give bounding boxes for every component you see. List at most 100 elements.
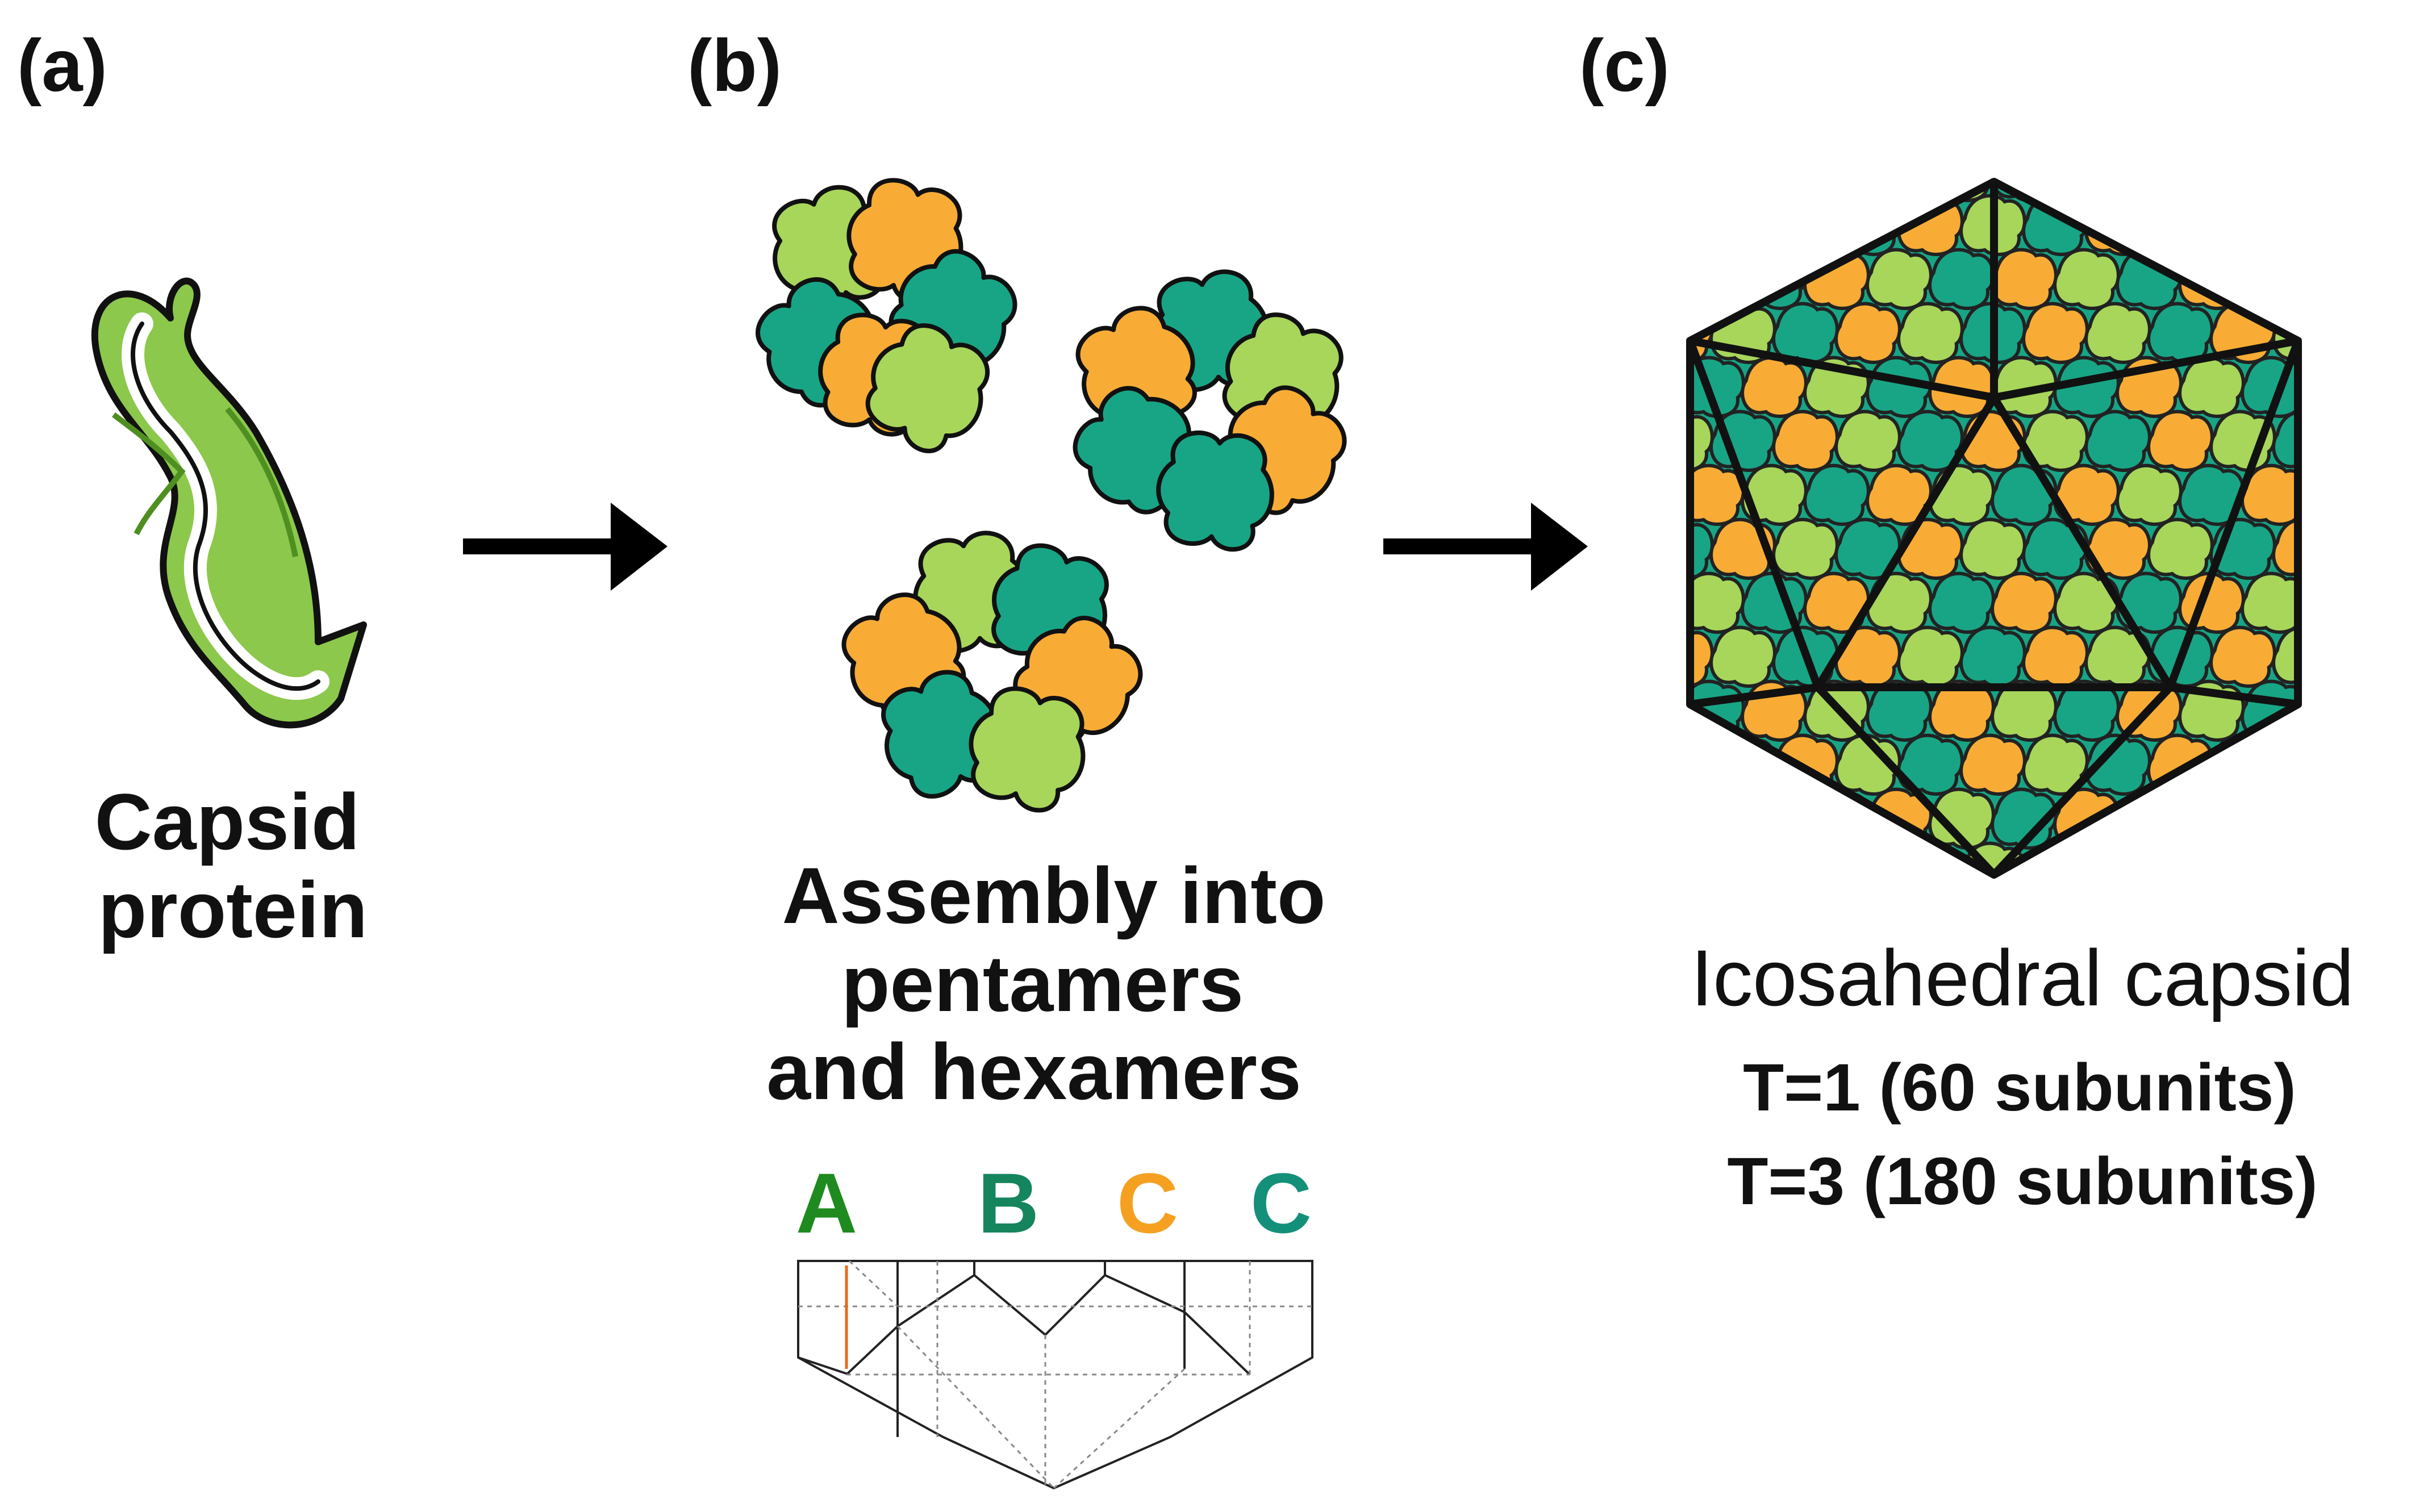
- capsid-subunit-tile: [2241, 787, 2298, 850]
- capsid-subunit-tile: [2053, 182, 2120, 202]
- capsid-subunit-tile: [2084, 410, 2151, 472]
- caption-b-line-3: and hexamers: [766, 1027, 1302, 1116]
- capsid-subunit-tile: [2305, 790, 2368, 848]
- legend-letter-b: B: [978, 1155, 1039, 1251]
- capsid-subunit-tile: [2053, 571, 2120, 634]
- capsid-subunit-tile: [2022, 733, 2089, 796]
- capsid-subunit-tile: [2272, 733, 2298, 796]
- capsid-subunit-tile: [1897, 410, 1964, 472]
- capsid-subunit-tile: [2305, 358, 2368, 416]
- capsid-subunit-tile: [2022, 517, 2089, 580]
- capsid-subunit-tile: [2241, 182, 2298, 202]
- capsid-subunit-tile: [2116, 571, 2183, 634]
- capsid-subunit-tile: [1928, 248, 1995, 310]
- capsid-subunit-tile: [1866, 248, 1933, 310]
- capsid-subunit-tile: [1709, 194, 1776, 256]
- capsid-subunit-tile: [2305, 142, 2368, 201]
- capsid-subunit-tile: [1834, 302, 1901, 364]
- capsid-subunit-tile: [2178, 787, 2245, 850]
- capsid-subunit-tile: [1741, 356, 1808, 418]
- capsid-subunit-tile: [2241, 571, 2298, 634]
- capsid-subunit-tile: [2084, 625, 2151, 688]
- capsid-subunit-tile: [2084, 517, 2151, 580]
- capsid-subunit-tile: [2272, 841, 2298, 875]
- capsid-subunit-tile: [1866, 679, 1933, 742]
- capsid-subunit-tile: [2053, 248, 2120, 310]
- capsid-subunit-tile: [1690, 182, 1745, 202]
- capsid-subunit-tile: [2147, 302, 2214, 364]
- hexamer-cluster-1: [1058, 266, 1363, 553]
- capsid-subunit-tile: [1959, 733, 2026, 796]
- capsid-subunit-tile: [2272, 625, 2298, 688]
- capsid-subunit-tile: [1690, 625, 1714, 688]
- legend-letter-c-teal: C: [1250, 1155, 1312, 1251]
- capsid-subunit-tile: [1772, 410, 1839, 472]
- capsid-subunit-tile: [2272, 410, 2298, 472]
- capsid-subunit-tile: [1991, 248, 2058, 310]
- capsid-subunit-tile: [1866, 182, 1933, 202]
- capsid-subunit-tile: [1834, 625, 1901, 688]
- capsid-subunit-tile: [1991, 571, 2058, 634]
- icosahedral-capsid-icon: [1686, 142, 2368, 879]
- capsid-subunit-tile: [2272, 517, 2298, 580]
- capsid-subunit-tile: [1709, 841, 1776, 875]
- caption-a-line-1: Capsid: [95, 777, 360, 866]
- caption-b-line-1: Assembly into: [782, 851, 1326, 940]
- capsid-subunit-tile: [1959, 517, 2026, 580]
- capsid-subunit-tile: [1772, 194, 1839, 256]
- capsid-subunit-tile: [1690, 517, 1714, 580]
- capsid-subunit-tile: [1709, 410, 1776, 472]
- capsid-subunit-tile: [2209, 841, 2276, 875]
- capsid-subunit-tile: [1690, 410, 1714, 472]
- capsid-subunit-tile: [1690, 356, 1745, 418]
- capsid-subunit-tile: [1690, 841, 1714, 875]
- capsid-subunit-tile: [2305, 574, 2368, 632]
- capsid-subunit-tile: [1690, 463, 1745, 526]
- capsid-subunit-tile: [2178, 356, 2245, 418]
- capsid-subunit-tile: [1741, 182, 1808, 202]
- capsid-subunit-tile: [1897, 733, 1964, 796]
- caption-c-title: Icosahedral capsid: [1691, 933, 2354, 1022]
- capsid-subunit-tile: [2116, 463, 2183, 526]
- capsid-subunit-tile: [2053, 356, 2120, 418]
- legend: A B C C: [796, 1155, 1312, 1251]
- capsid-subunit-tile: [2209, 194, 2276, 256]
- arrow-a-to-b: [463, 503, 668, 591]
- capsid-subunit-tile: [2147, 410, 2214, 472]
- capsid-subunit-tile: [2053, 679, 2120, 742]
- capsid-subunit-tile: [1897, 517, 1964, 580]
- capsid-subunit-tile: [1772, 517, 1839, 580]
- capsid-subunit-tile: [1834, 410, 1901, 472]
- capsid-protein-ribbon-icon: [91, 277, 367, 729]
- capsid-subunit-tile: [1991, 182, 2058, 202]
- capsid-subunit-tile: [2209, 625, 2276, 688]
- capsid-subunit-tile: [1928, 182, 1995, 202]
- capsid-subunit-tile: [1690, 248, 1745, 310]
- capsid-subunit-tile: [1866, 571, 1933, 634]
- capsid-subunit-tile: [1741, 463, 1808, 526]
- caption-a-line-2: protein: [98, 865, 368, 954]
- capsid-subunit-tile: [1709, 625, 1776, 688]
- capsid-subunit-tile: [1803, 463, 1870, 526]
- capsid-subunit-tile: [1897, 625, 1964, 688]
- capsid-subunit-tile: [2147, 517, 2214, 580]
- capsid-subunit-tile: [2241, 463, 2298, 526]
- capsid-subunit-tile: [2272, 194, 2298, 256]
- panel-label-a: (a): [17, 24, 107, 107]
- capsid-subunit-tile: [1991, 679, 2058, 742]
- capsid-subunit-tile: [1991, 787, 2058, 850]
- pentamer-cluster-1: [739, 171, 1033, 466]
- caption-c-line-2: T=3 (180 subunits): [1727, 1144, 2317, 1219]
- caption-c-line-1: T=1 (60 subunits): [1743, 1050, 2296, 1125]
- capsid-subunit-tile: [2022, 625, 2089, 688]
- capsid-subunit-tile: [2305, 682, 2368, 740]
- capsid-subunit-tile: [1690, 194, 1714, 256]
- capsid-subunit-tile: [2022, 302, 2089, 364]
- capsid-subunit-tile: [2305, 250, 2368, 308]
- capsid-subunit-tile: [1834, 841, 1901, 875]
- panel-label-c: (c): [1579, 24, 1670, 107]
- caption-b-line-2: pentamers: [841, 939, 1244, 1028]
- arrow-b-to-c: [1383, 503, 1588, 591]
- capsid-subunit-tile: [2084, 841, 2151, 875]
- capsid-subunit-tile: [1803, 182, 1870, 202]
